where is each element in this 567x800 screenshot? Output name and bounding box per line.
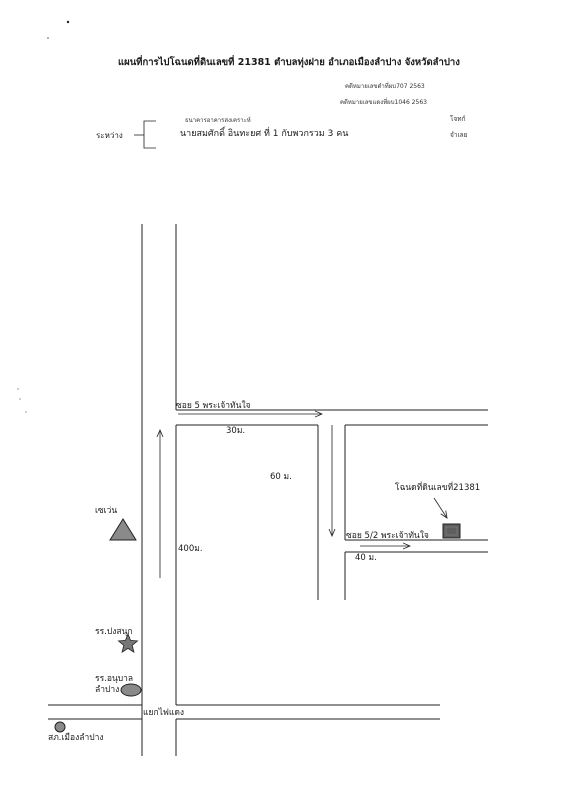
- police-station-marker: [54, 721, 66, 733]
- between-label: ระหว่าง: [96, 131, 123, 140]
- document-title: แผนที่การไปโฉนดที่ดินเลขที่ 21381 ตำบลทุ…: [118, 57, 460, 68]
- seven-eleven-label: เซเว่น: [95, 506, 118, 516]
- scan-speck: [25, 411, 27, 413]
- distance-30m-label: 30ม.: [226, 426, 246, 436]
- distance-40m-label: 40 ม.: [355, 553, 377, 563]
- black-case-number: คดีหมายเลขดำที่ผบ707 2563: [345, 83, 425, 90]
- red-case-number: คดีหมายเลขแดงที่ผบ1046 2563: [340, 99, 427, 106]
- school-anuban-marker: [120, 683, 142, 697]
- soi5-label: ซอย 5 พระเจ้าทันใจ: [176, 401, 251, 411]
- scan-speck: [19, 398, 21, 400]
- school-pongsanuk-label: รร.ปงสนุก: [95, 627, 133, 637]
- parcel-pointer-arrow: [433, 497, 447, 518]
- parcel-marker: [442, 523, 461, 539]
- scan-speck: [17, 388, 19, 390]
- school-anuban-label-line2: ลำปาง: [95, 685, 120, 695]
- plaintiff-role: โจทก์: [450, 115, 466, 123]
- soi5-2-label: ซอย 5/2 พระเจ้าทันใจ: [346, 531, 429, 541]
- intersection-label: แยกไฟแดง: [143, 708, 185, 718]
- school-pongsanuk-marker: [117, 632, 139, 653]
- distance-400m-label: 400ม.: [178, 544, 203, 554]
- seven-eleven-marker: [109, 518, 137, 541]
- police-station-label: สภ.เมืองลำปาง: [48, 733, 104, 743]
- between-bracket: [143, 120, 156, 149]
- scan-speck: [47, 37, 49, 39]
- school-anuban-label-line1: รร.อนุบาล: [95, 674, 134, 684]
- scan-speck: [66, 20, 70, 24]
- defendant-role: จำเลย: [450, 131, 468, 139]
- defendant-name: นายสมศักดิ์ อินทะยศ ที่ 1 กับพวกรวม 3 คน: [180, 129, 349, 139]
- distance-60m-label: 60 ม.: [270, 472, 292, 482]
- plaintiff-name: ธนาคารอาคารสงเคราะห์: [185, 117, 251, 124]
- parcel-label: โฉนดที่ดินเลขที่21381: [395, 483, 481, 493]
